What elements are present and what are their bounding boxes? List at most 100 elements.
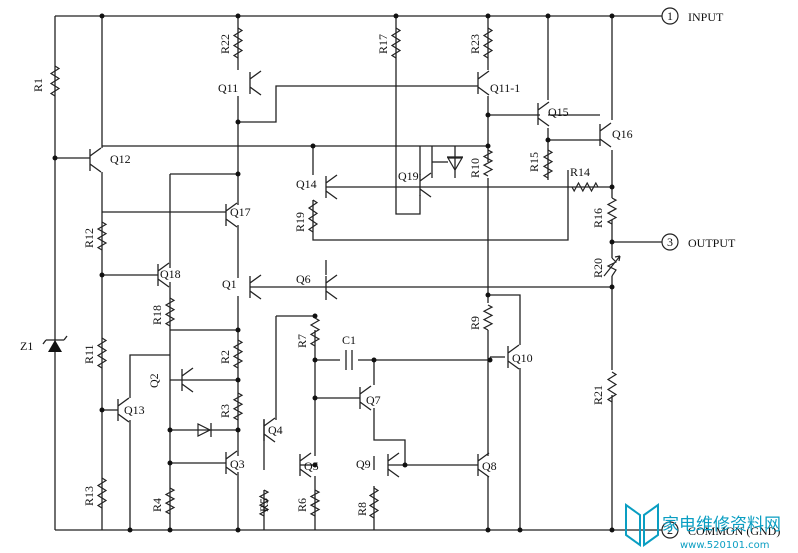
- label-q9: Q9: [356, 457, 371, 471]
- pin-common-label: COMMON (GND): [688, 524, 780, 538]
- pin-output: 3 OUTPUT: [661, 233, 736, 251]
- transistor-q3: [225, 450, 238, 476]
- label-c1: C1: [342, 333, 356, 347]
- pin-input-label: INPUT: [688, 10, 724, 24]
- resistor-r16: [606, 197, 618, 225]
- transistor-q11-1: [477, 70, 490, 96]
- resistor-r8: [368, 487, 380, 519]
- diode-q3-base: [197, 423, 212, 437]
- label-r15: R15: [527, 152, 541, 172]
- transistor-q17: [225, 202, 238, 228]
- label-q4: Q4: [268, 423, 283, 437]
- label-r5: R5: [257, 498, 271, 512]
- component-labels: R1 R22 R17 R23 R15 R10 R14 R19 R16 R12 R…: [20, 34, 633, 516]
- label-q11-1: Q11-1: [490, 81, 520, 95]
- transistor-q10: [507, 344, 520, 370]
- transistor-q5: [299, 452, 312, 478]
- resistor-r17: [390, 27, 402, 59]
- resistor-r7: [309, 317, 321, 347]
- pin-common: 2 COMMON (GND): [661, 521, 780, 539]
- label-r22: R22: [218, 34, 232, 54]
- resistor-r1: [49, 65, 61, 97]
- label-r17: R17: [376, 34, 390, 54]
- label-r2: R2: [218, 350, 232, 364]
- label-q15: Q15: [548, 105, 569, 119]
- label-r12: R12: [82, 228, 96, 248]
- transistor-q4: [263, 417, 276, 443]
- label-q6: Q6: [296, 272, 311, 286]
- label-r3: R3: [218, 404, 232, 418]
- transistor-q1: [249, 274, 262, 300]
- label-r8: R8: [355, 502, 369, 516]
- resistor-r12: [96, 221, 108, 251]
- pin-input: 1 INPUT: [661, 7, 724, 25]
- label-r4: R4: [150, 498, 164, 512]
- resistor-r13: [96, 477, 108, 509]
- label-r16: R16: [591, 208, 605, 228]
- label-q14: Q14: [296, 177, 317, 191]
- transistor-q9: [387, 452, 400, 478]
- label-q8: Q8: [482, 459, 497, 473]
- resistor-r11: [96, 337, 108, 369]
- label-z1: Z1: [20, 339, 33, 353]
- transistor-symbols: [89, 70, 612, 478]
- resistor-r15: [542, 149, 554, 179]
- pin-output-label: OUTPUT: [688, 236, 736, 250]
- label-r21: R21: [591, 385, 605, 405]
- transistor-q2: [181, 367, 194, 393]
- label-r14: R14: [570, 165, 590, 179]
- transistor-q11: [249, 70, 262, 96]
- resistor-r4: [164, 487, 176, 515]
- zener-diode-z1-symbol: [42, 335, 68, 352]
- transistor-q18: [157, 262, 170, 288]
- pin-input-num: 1: [667, 9, 673, 23]
- resistor-r21: [606, 371, 618, 403]
- label-r23: R23: [468, 34, 482, 54]
- transistor-q6: [325, 274, 338, 300]
- schematic-wires: [54, 15, 662, 531]
- label-q10: Q10: [512, 351, 533, 365]
- resistor-r19: [307, 199, 319, 233]
- resistor-r23: [482, 27, 494, 59]
- resistor-r14: [571, 181, 599, 193]
- watermark-text: 家电维修资料网: [662, 515, 781, 535]
- transistor-q12: [89, 147, 102, 173]
- transistor-q13: [117, 397, 130, 423]
- label-q3: Q3: [230, 457, 245, 471]
- diode-stack: [432, 156, 464, 172]
- junction-dots: [52, 13, 615, 533]
- transistor-q8: [477, 452, 490, 478]
- transistor-q15: [537, 101, 550, 127]
- label-q18: Q18: [160, 267, 181, 281]
- resistor-r6: [309, 489, 321, 517]
- label-r11: R11: [82, 344, 96, 364]
- capacitor-c1: [345, 350, 353, 370]
- label-r7: R7: [295, 334, 309, 348]
- label-r19: R19: [293, 212, 307, 232]
- transistor-q14: [325, 174, 338, 200]
- label-r18: R18: [150, 305, 164, 325]
- resistor-r2: [232, 339, 244, 369]
- label-q19: Q19: [398, 169, 419, 183]
- label-r1: R1: [31, 78, 45, 92]
- watermark-url: www.520101.com: [680, 540, 770, 551]
- transistor-q7: [359, 385, 372, 411]
- watermark-logo: 家电维修资料网 www.520101.com: [625, 503, 781, 551]
- transistor-q16: [599, 122, 612, 148]
- label-r13: R13: [82, 486, 96, 506]
- label-r10: R10: [468, 158, 482, 178]
- label-q13: Q13: [124, 403, 145, 417]
- label-r20: R20: [591, 258, 605, 278]
- label-q5: Q5: [304, 459, 319, 473]
- resistor-r20: [603, 255, 621, 277]
- resistor-r9: [482, 304, 494, 331]
- resistor-r5: [258, 489, 270, 517]
- label-q1: Q1: [222, 277, 237, 291]
- label-r6: R6: [295, 498, 309, 512]
- label-q2: Q2: [147, 373, 161, 388]
- pin-common-num: 2: [667, 523, 673, 537]
- label-q11: Q11: [218, 81, 238, 95]
- label-r9: R9: [468, 316, 482, 330]
- label-q16: Q16: [612, 127, 633, 141]
